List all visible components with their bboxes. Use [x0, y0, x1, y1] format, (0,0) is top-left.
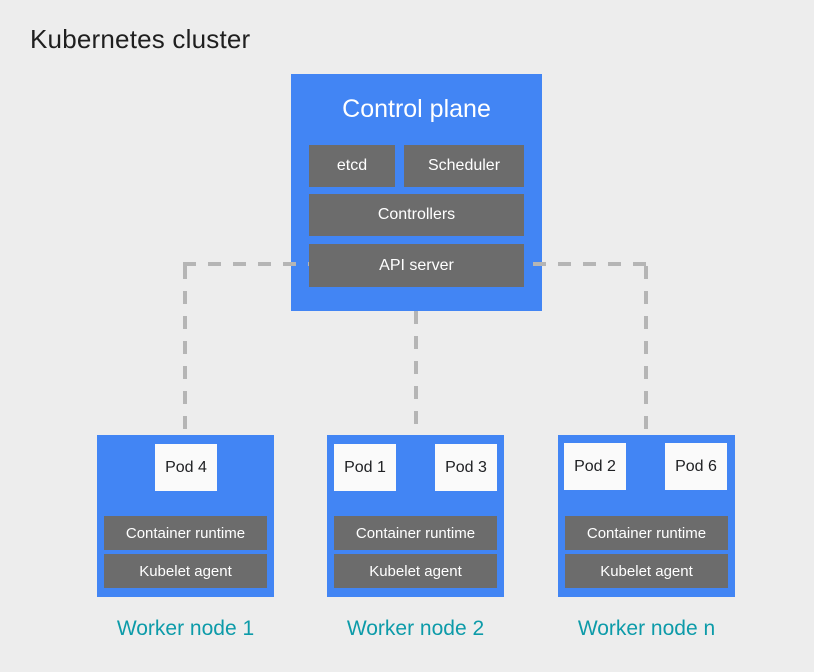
worker-node-1-box: Pod 4 Container runtime Kubelet agent: [97, 435, 274, 597]
container-runtime-box: Container runtime: [104, 516, 267, 550]
connector-line-worker-n: [644, 266, 648, 435]
container-runtime-box: Container runtime: [565, 516, 728, 550]
worker-node-1-label: Worker node 1: [116, 617, 255, 640]
worker-node-2-label: Worker node 2: [346, 617, 485, 640]
kubelet-agent-box: Kubelet agent: [565, 554, 728, 588]
scheduler-box: Scheduler: [404, 145, 524, 187]
pod-box: Pod 4: [155, 444, 217, 491]
pod-box: Pod 3: [435, 444, 497, 491]
worker-node-2-box: Pod 1 Pod 3 Container runtime Kubelet ag…: [327, 435, 504, 597]
pod-box: Pod 6: [665, 443, 727, 490]
connector-line-worker-2: [414, 311, 418, 435]
control-plane-title: Control plane: [342, 95, 491, 123]
diagram-title: Kubernetes cluster: [30, 24, 251, 54]
controllers-box: Controllers: [309, 194, 524, 236]
container-runtime-box: Container runtime: [334, 516, 497, 550]
etcd-box: etcd: [309, 145, 395, 187]
worker-node-n-label: Worker node n: [577, 617, 716, 640]
control-plane-box: Control plane etcd Scheduler Controllers…: [291, 74, 542, 311]
kubelet-agent-box: Kubelet agent: [104, 554, 267, 588]
api-server-box: API server: [309, 244, 524, 287]
worker-node-n-box: Pod 2 Pod 6 Container runtime Kubelet ag…: [558, 435, 735, 597]
kubelet-agent-box: Kubelet agent: [334, 554, 497, 588]
pod-box: Pod 2: [564, 443, 626, 490]
pod-box: Pod 1: [334, 444, 396, 491]
connector-line-worker-1: [183, 266, 187, 435]
